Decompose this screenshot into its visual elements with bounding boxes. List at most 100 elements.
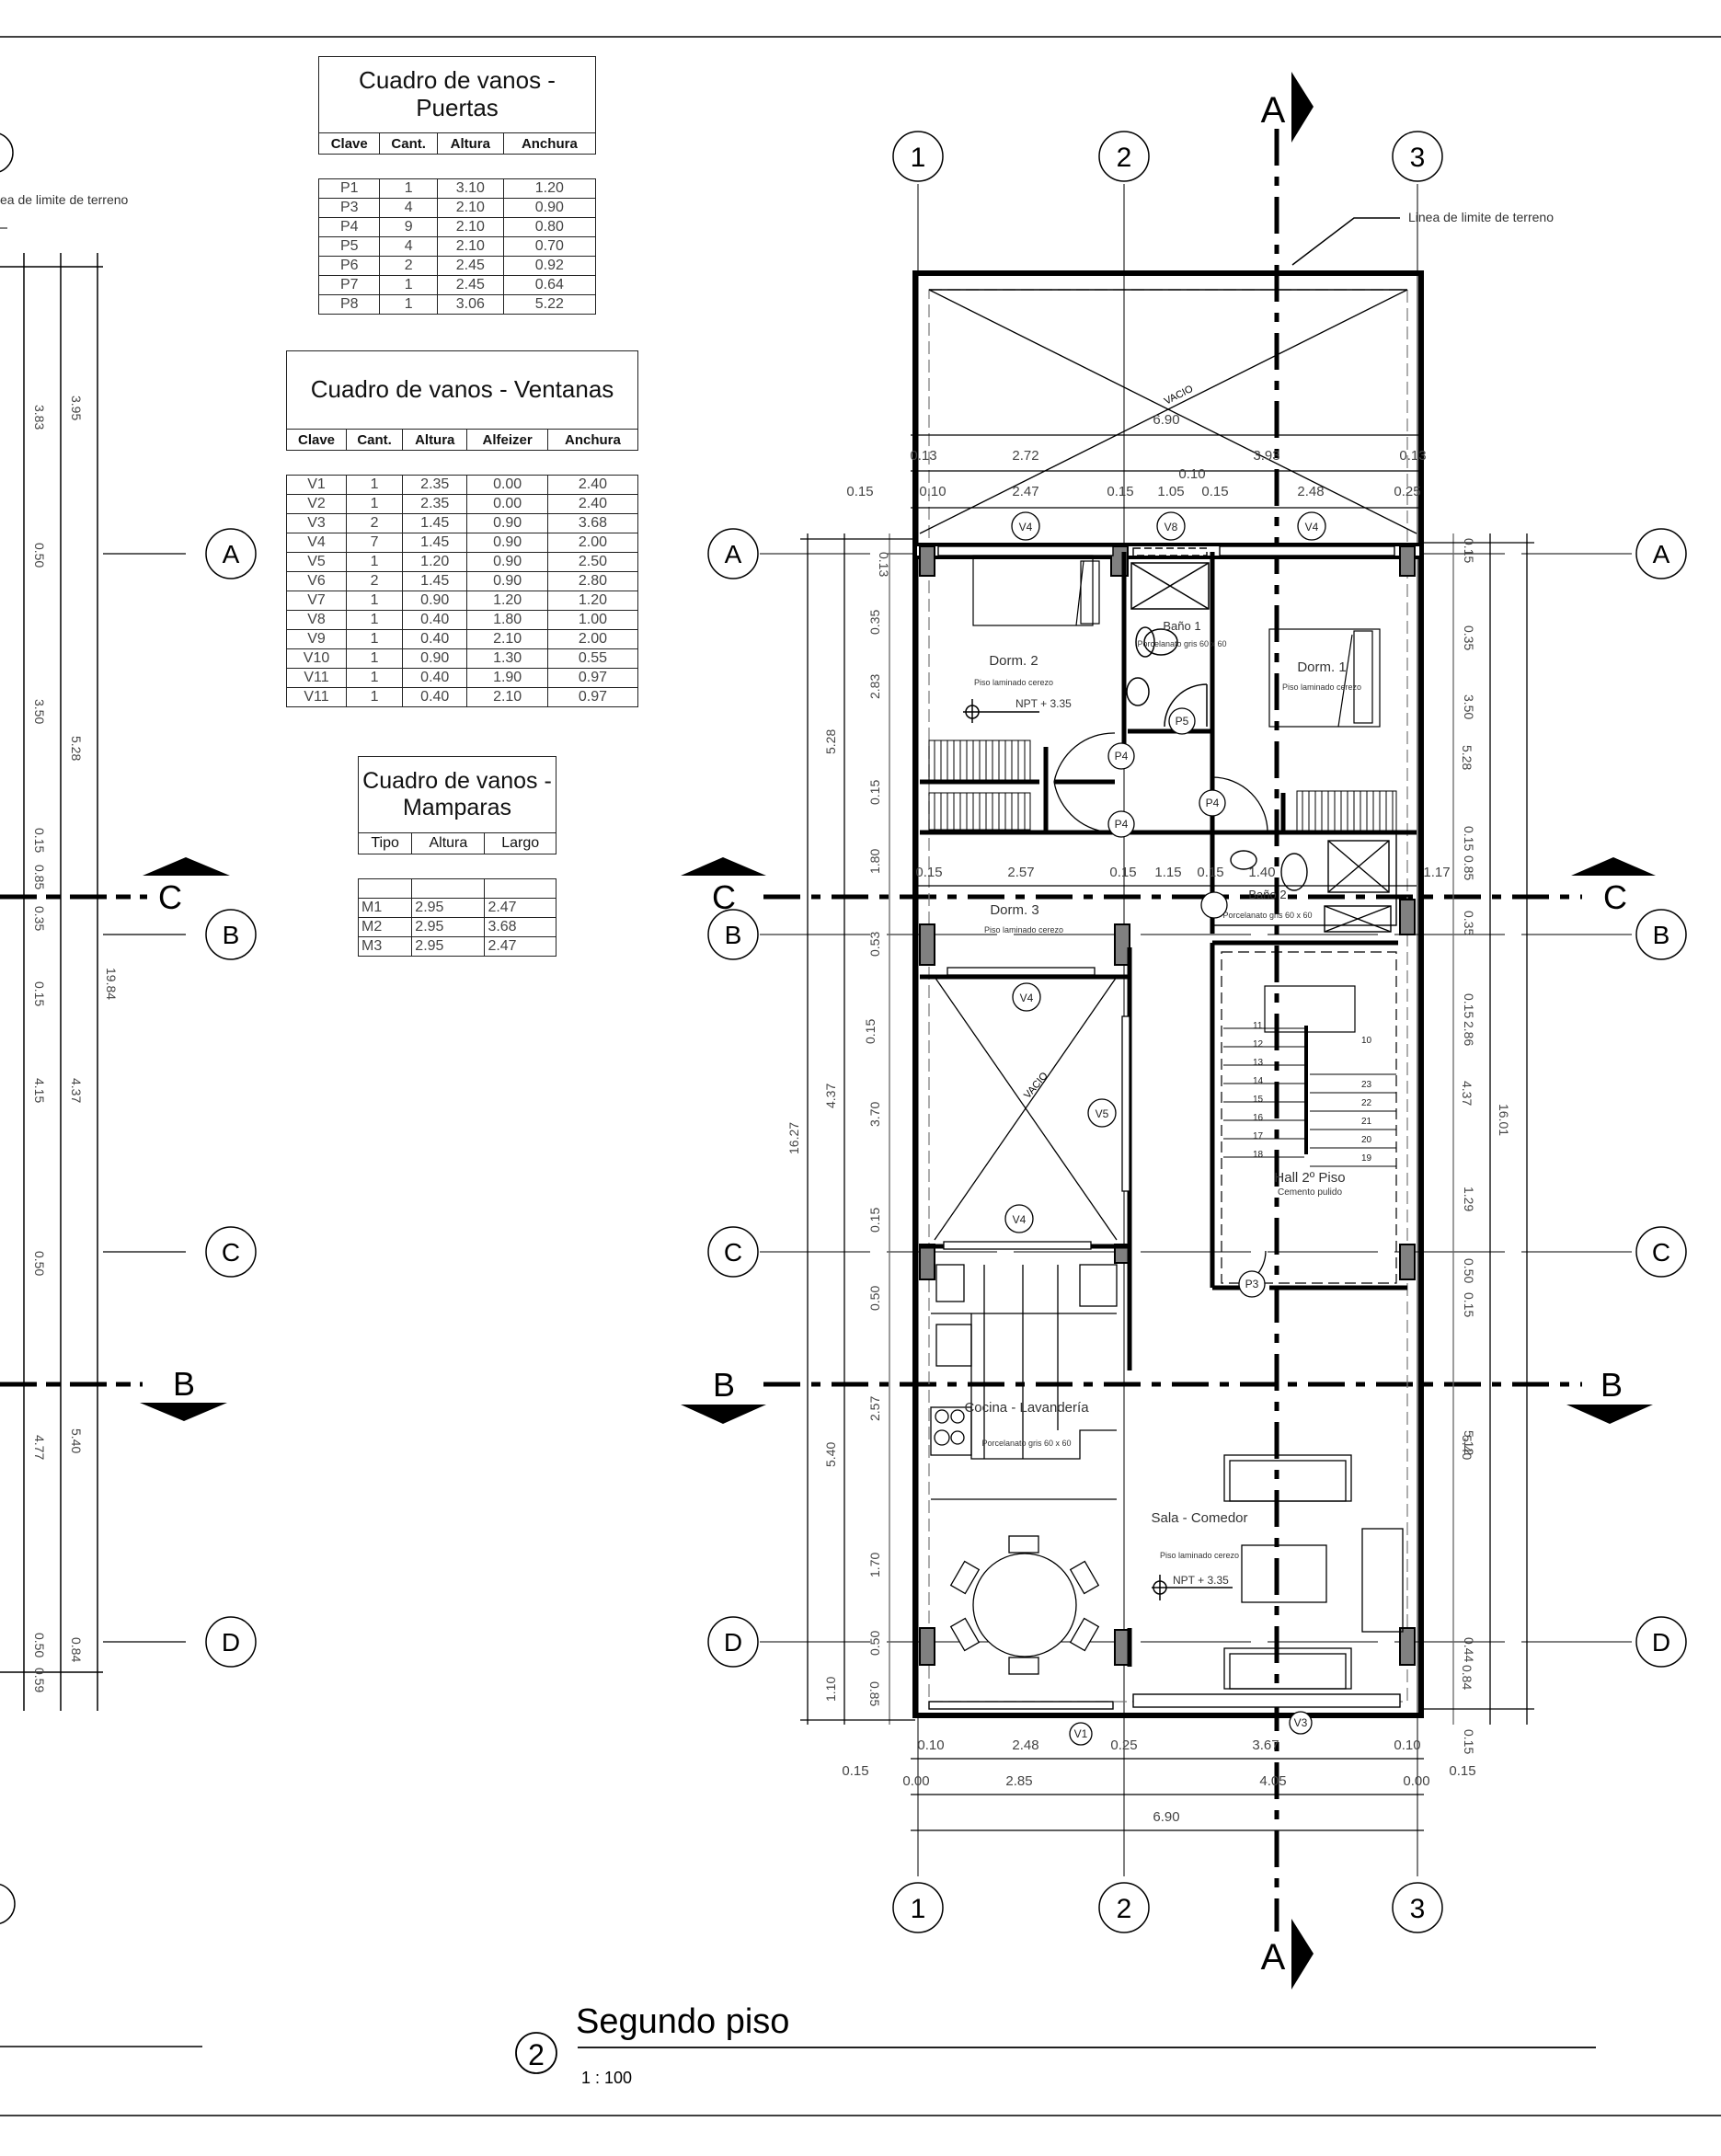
room-label-dorm-2: Dorm. 2 — [989, 653, 1038, 669]
svg-text:V4: V4 — [1020, 992, 1034, 1004]
stair-step-number: 22 — [1361, 1098, 1372, 1108]
svg-text:2.86: 2.86 — [1462, 1021, 1476, 1046]
view-number: 2 — [528, 2038, 545, 2071]
grid-bubble-1-top — [892, 131, 944, 182]
stair-step-number: 15 — [1253, 1095, 1264, 1105]
schedule-cell: V8 — [285, 610, 348, 630]
stair-step-number: 20 — [1361, 1135, 1372, 1145]
schedule-cell: 1 — [346, 648, 404, 669]
schedule-cell: 1 — [346, 687, 404, 707]
svg-text:V8: V8 — [1165, 521, 1178, 533]
svg-text:0.35: 0.35 — [867, 610, 882, 635]
svg-text:4.05: 4.05 — [1259, 1773, 1286, 1789]
stair-step-number: 18 — [1253, 1150, 1264, 1160]
svg-text:C: C — [1652, 1238, 1670, 1267]
svg-text:0.15: 0.15 — [1462, 538, 1476, 563]
svg-text:B: B — [173, 1365, 195, 1403]
svg-text:B: B — [1653, 921, 1670, 949]
svg-text:1.29: 1.29 — [1462, 1187, 1476, 1211]
svg-text:1.10: 1.10 — [823, 1677, 838, 1702]
svg-text:A: A — [1261, 1937, 1286, 1978]
schedule-cell: V3 — [285, 513, 348, 533]
schedule-cell: 0.90 — [466, 552, 548, 572]
schedule-cell: 0.40 — [402, 629, 468, 649]
room-label-dorm-3: Dorm. 3 — [990, 902, 1038, 918]
schedule-cell: 2.10 — [436, 198, 504, 218]
left-partial-plan: ea de limite de terreno 3.83 3.95 0.50 3… — [0, 132, 257, 2047]
schedule-cell: 2.00 — [546, 533, 639, 553]
schedule-cell: 0.92 — [502, 256, 597, 276]
schedule-cell: 2.45 — [436, 256, 504, 276]
svg-text:3.50: 3.50 — [32, 699, 47, 724]
grid-bubble-d — [205, 1616, 257, 1668]
stair-step-number: 21 — [1361, 1117, 1372, 1127]
svg-text:B: B — [223, 921, 240, 949]
schedule-cell: 4 — [379, 236, 438, 257]
stair — [1221, 951, 1397, 1284]
svg-text:0.35: 0.35 — [1462, 625, 1476, 650]
svg-text:5.12: 5.12 — [1462, 1430, 1476, 1455]
svg-text:V4: V4 — [1305, 521, 1319, 533]
svg-text:D: D — [222, 1628, 240, 1657]
schedule-cell: 2.95 — [411, 898, 486, 918]
svg-text:0.15: 0.15 — [1462, 1729, 1476, 1754]
svg-text:0.10: 0.10 — [919, 484, 946, 499]
schedule-cell: 0.55 — [546, 648, 639, 669]
svg-text:5.40: 5.40 — [69, 1428, 84, 1453]
schedule-title: Cuadro de vanos - Mamparas — [358, 756, 556, 833]
svg-text:2.48: 2.48 — [1012, 1737, 1038, 1753]
svg-text:4.37: 4.37 — [1460, 1081, 1474, 1106]
svg-text:V4: V4 — [1019, 521, 1033, 533]
schedule-cell: 2.40 — [546, 494, 639, 514]
schedule-header-row: Clave Cant. Altura Alfeizer Anchura — [285, 429, 639, 451]
svg-text:0.13: 0.13 — [910, 448, 936, 464]
svg-text:0.10: 0.10 — [917, 1737, 944, 1753]
grid-bubble-2-bottom — [1098, 1882, 1150, 1933]
grid-bubble-c — [205, 1226, 257, 1278]
svg-text:0.15: 0.15 — [842, 1763, 868, 1779]
svg-text:4.77: 4.77 — [32, 1435, 47, 1460]
svg-text:1.05: 1.05 — [1157, 484, 1184, 499]
svg-text:0.13: 0.13 — [877, 552, 891, 577]
svg-text:C: C — [1603, 878, 1627, 916]
schedule-cell: 3.68 — [546, 513, 639, 533]
room-label-hall: Hall 2º Piso — [1274, 1170, 1345, 1186]
svg-text:0.25: 0.25 — [1394, 484, 1420, 499]
schedule-cell: V6 — [285, 571, 348, 591]
svg-text:3.95: 3.95 — [69, 396, 84, 420]
svg-text:5.28: 5.28 — [1460, 745, 1474, 770]
svg-text:0.35: 0.35 — [32, 906, 47, 931]
schedule-cell: P4 — [317, 217, 381, 237]
schedule-cell: V9 — [285, 629, 348, 649]
svg-text:A: A — [725, 540, 742, 568]
schedule-cell: P3 — [317, 198, 381, 218]
svg-text:V5: V5 — [1096, 1107, 1109, 1120]
stair-step-number: 17 — [1253, 1131, 1264, 1141]
schedule-cell: 1 — [379, 294, 438, 315]
stair-step-number: 12 — [1253, 1039, 1264, 1049]
svg-text:C: C — [222, 1238, 240, 1267]
schedule-cell: V11 — [285, 687, 348, 707]
svg-text:0.15: 0.15 — [1449, 1763, 1475, 1779]
svg-text:0.53: 0.53 — [867, 932, 882, 957]
schedule-cell: 2.10 — [466, 687, 548, 707]
grid-bubble-2-top — [1098, 131, 1150, 182]
svg-text:2.57: 2.57 — [1007, 865, 1034, 880]
schedule-ventanas: Cuadro de vanos - Ventanas Clave Cant. A… — [285, 350, 639, 707]
svg-text:1.70: 1.70 — [867, 1553, 882, 1577]
svg-text:2.72: 2.72 — [1012, 448, 1038, 464]
svg-text:1.15: 1.15 — [1154, 865, 1181, 880]
stair-step-number: 23 — [1361, 1080, 1372, 1090]
svg-text:5.28: 5.28 — [69, 736, 84, 761]
schedule-cell: 2.47 — [484, 936, 556, 957]
schedule-cell: 5.22 — [502, 294, 597, 315]
svg-text:Porcelanato gris 60 x 60: Porcelanato gris 60 x 60 — [1222, 911, 1312, 920]
property-line-note: ea de limite de terreno — [0, 192, 129, 207]
schedule-cell: 2.80 — [546, 571, 639, 591]
